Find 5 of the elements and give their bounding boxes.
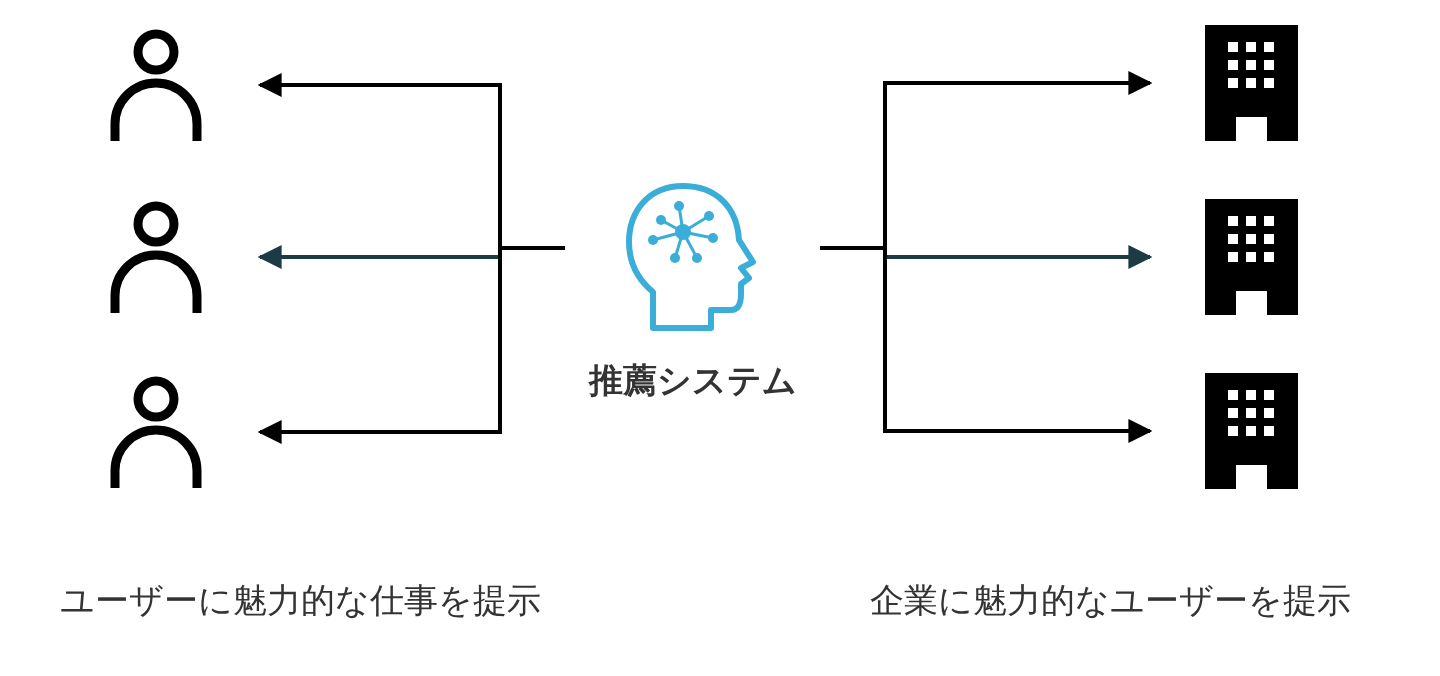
node-label: 推薦システム (587, 359, 798, 402)
caption-text: ユーザーに魅力的な仕事を提示 (59, 579, 541, 622)
caption-text: 企業に魅力的なユーザーを提示 (869, 579, 1351, 622)
arrow (257, 246, 565, 444)
arrow (820, 246, 1153, 443)
